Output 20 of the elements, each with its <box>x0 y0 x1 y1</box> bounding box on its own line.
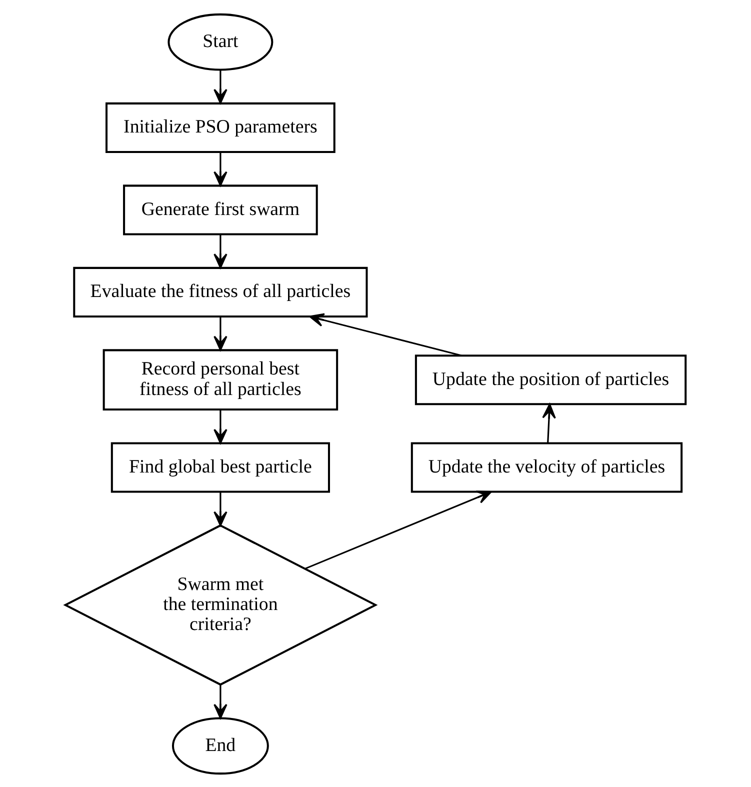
arrow <box>214 316 228 350</box>
node-ellipse: End <box>172 716 269 774</box>
arrow <box>214 70 228 104</box>
node-ellipse: Start <box>168 12 274 70</box>
arrow <box>214 409 228 444</box>
arrow <box>309 312 462 356</box>
node-box: Find global best particle <box>110 442 330 492</box>
arrow <box>305 490 492 569</box>
node-box: Evaluate the fitness of all particles <box>73 266 368 317</box>
node-diamond: Swarm met the termination criteria? <box>63 524 378 686</box>
arrow <box>542 403 556 442</box>
arrow <box>214 684 228 718</box>
arrow <box>214 492 228 526</box>
node-box: Initialize PSO parameters <box>106 102 336 152</box>
node-box: Update the velocity of particles <box>410 442 683 492</box>
node-box: Generate first swarm <box>123 184 318 235</box>
node-box: Record personal best fitness of all particles <box>102 348 338 410</box>
node-box: Update the position of particles <box>414 354 687 405</box>
arrow <box>214 234 228 268</box>
arrow <box>214 152 228 186</box>
